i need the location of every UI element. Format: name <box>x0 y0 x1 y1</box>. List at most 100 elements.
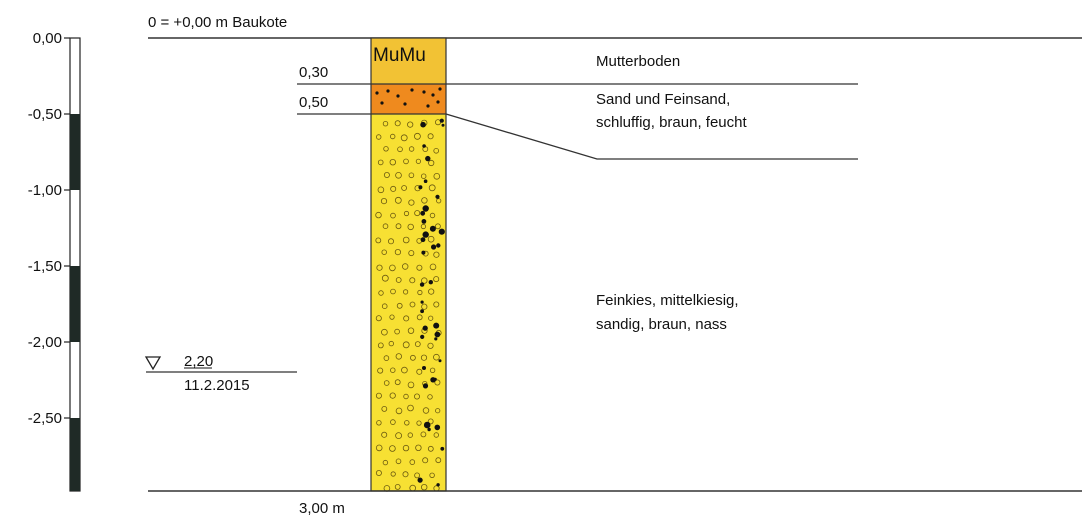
groundwater-depth-label: 2,20 <box>184 353 213 370</box>
gravel-grain <box>377 159 384 166</box>
layer-topsoil <box>371 38 446 84</box>
gravel-grain <box>394 120 401 127</box>
pebble-dot <box>420 121 426 128</box>
gravel-grain <box>433 251 440 258</box>
gravel-grain <box>415 158 421 164</box>
gravel-grain <box>402 289 409 295</box>
gravel-grain <box>429 367 436 373</box>
groundwater-date: 11.2.2015 <box>184 377 250 394</box>
gravel-grain <box>396 302 403 309</box>
scale-tick-label: -2,50 <box>28 410 62 427</box>
pebble-dot <box>427 427 431 432</box>
pebble-dot <box>420 300 424 304</box>
pebble-dot <box>431 244 437 250</box>
gravel-grain <box>394 196 402 204</box>
pebble-dot <box>422 325 428 331</box>
gravel-grain <box>395 458 402 465</box>
gravel-grain <box>427 445 434 452</box>
gravel-grain <box>427 342 434 349</box>
gravel-grain <box>429 472 435 478</box>
pebble-dot <box>420 334 425 339</box>
gravel-grain <box>381 328 388 336</box>
sand-dot <box>422 90 426 94</box>
pebble-dot <box>441 123 445 127</box>
gravel-grain <box>395 432 403 440</box>
gravel-grain <box>381 274 389 282</box>
gravel-grain <box>395 407 403 415</box>
gravel-grain <box>383 380 390 386</box>
gravel-grain <box>382 223 389 230</box>
pebble-dot <box>439 118 444 123</box>
pebble-dot <box>433 377 437 381</box>
pebble-dot <box>433 322 440 329</box>
pebble-dot <box>425 155 431 162</box>
gravel-grain <box>433 353 440 361</box>
pebble-dot <box>436 243 441 248</box>
gravel-grain <box>428 288 435 295</box>
gravel-grain <box>414 341 421 348</box>
gravel-grain <box>433 432 439 438</box>
water-level-icon <box>144 356 162 371</box>
gravel-grain <box>383 171 390 178</box>
layer-sand <box>371 84 446 114</box>
gravel-grain <box>389 314 395 320</box>
gravel-grain <box>395 277 402 283</box>
reference-label: 0 = +0,00 m Baukote <box>148 14 287 31</box>
sand-dot <box>438 87 442 91</box>
gravel-grain <box>429 263 437 271</box>
layer-description: schluffig, braun, feucht <box>596 114 747 131</box>
sand-dot <box>375 91 379 95</box>
gravel-grain <box>381 431 388 438</box>
sand-dot <box>386 89 390 93</box>
scale-segment-dark <box>70 266 80 342</box>
gravel-grain <box>416 264 423 271</box>
gravel-grain <box>388 340 394 347</box>
pebble-dot <box>420 210 426 216</box>
pebble-dot <box>436 483 440 487</box>
pebble-dot <box>434 424 441 431</box>
groundwater-marker: 2,20 11.2.2015 <box>144 353 297 394</box>
gravel-grain <box>389 445 396 452</box>
sand-dot <box>410 88 414 92</box>
gravel-grain <box>407 381 415 389</box>
layer-gravel <box>371 114 446 491</box>
gravel-grain <box>428 159 435 167</box>
gravel-grain <box>395 353 402 360</box>
gravel-grain <box>422 407 430 414</box>
pebble-dot <box>420 309 424 314</box>
scale-tick-label: -2,00 <box>28 334 62 351</box>
gravel-grain <box>381 405 388 412</box>
gravel-grain <box>394 249 401 256</box>
gravel-grain <box>395 172 402 179</box>
gravel-grain <box>407 223 414 231</box>
gravel-grain <box>402 263 409 270</box>
gravel-grain <box>375 211 382 219</box>
gravel-grain <box>433 276 440 283</box>
pebble-dot <box>422 366 426 370</box>
gravel-grain <box>383 355 390 361</box>
soil-column: MuMu <box>370 37 447 492</box>
gravel-grain <box>421 173 427 179</box>
gravel-grain <box>390 367 396 373</box>
gravel-grain <box>375 392 382 399</box>
gravel-grain <box>409 459 416 465</box>
gravel-grain <box>380 198 388 205</box>
layer-description: Sand und Feinsand, <box>596 91 730 108</box>
depth-label-0-30: 0,30 <box>299 64 328 81</box>
gravel-grain <box>409 301 416 308</box>
gravel-grain <box>390 471 396 477</box>
gravel-grain <box>428 184 436 192</box>
gravel-grain <box>389 158 396 166</box>
gravel-grain <box>377 186 385 194</box>
gravel-grain <box>401 366 408 374</box>
gravel-grain <box>427 235 435 243</box>
gravel-grain <box>394 379 401 386</box>
topsoil-code: MuMu <box>373 45 426 66</box>
gravel-grain <box>390 212 396 219</box>
gravel-grain <box>435 457 442 464</box>
gravel-grain <box>377 342 384 349</box>
pebble-dot <box>438 359 442 363</box>
pebble-dot <box>434 331 441 338</box>
pebble-dot <box>422 383 429 389</box>
